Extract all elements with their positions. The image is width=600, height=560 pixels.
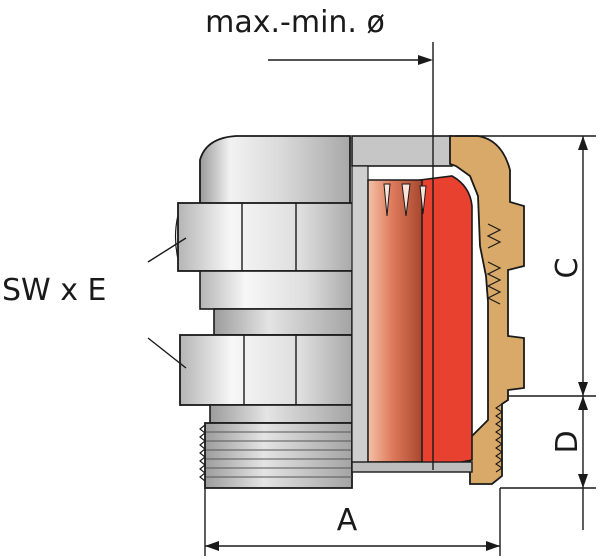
dome-cap [199,135,351,206]
lower-hex-nut [179,334,353,406]
diameter-label: max.-min. ø [205,5,385,40]
diameter-dimension [268,42,434,470]
dimension-d [500,396,596,530]
clamping-insert [367,179,427,463]
dimension-a [204,488,501,556]
bottom-grey-ring [351,461,473,473]
wrench-size-label: SW x E [2,273,107,308]
sealing-insert-red [419,175,473,471]
dimension-a-label: A [337,503,358,538]
dimension-c [455,135,596,397]
threaded-connection [199,404,353,489]
dimension-d-label: D [550,430,585,453]
upper-hex-nut [174,202,354,272]
wrench-leaders [147,237,187,369]
brass-body [449,135,525,485]
neck-ring [199,270,353,336]
dimension-c-label: C [550,258,585,279]
